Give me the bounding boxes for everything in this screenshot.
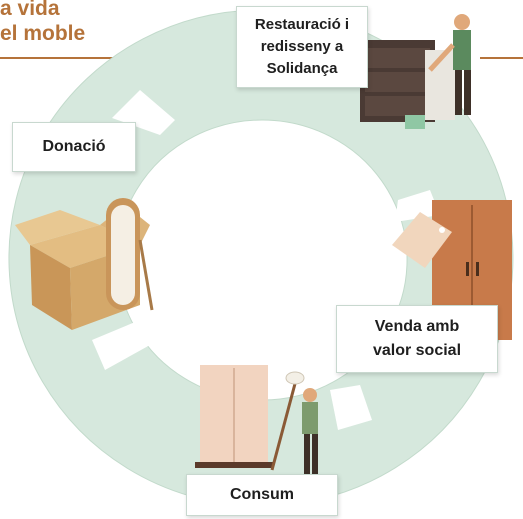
heading-line-1: a vida [0,0,60,20]
ring-separators [92,90,440,430]
price-tag-icon [392,212,452,268]
consumer-wardrobe-icon [195,365,273,468]
restoration-line-3: Solidança [266,60,338,77]
donation-line-1: Donació [42,138,106,155]
dresser-icon [360,40,455,129]
stage-consumption-label: Consum [186,474,338,516]
heading-underline-right [480,57,523,59]
stage-donation-label: Donació [12,122,136,172]
heading-line-2: el moble [0,22,86,45]
restoration-line-2: redisseny a [260,38,344,55]
sale-line-2: valor social [372,342,462,359]
heading-underline [0,57,215,59]
worker-figure-icon [428,14,471,115]
stage-restoration-label: Restauració i redisseny a Solidança [236,6,368,88]
standing-mirror-icon [106,198,154,311]
sweeping-person-icon [270,371,318,474]
stage-sale-label: Venda amb valor social [336,305,498,373]
restoration-line-1: Restauració i [254,16,350,33]
sale-line-1: Venda amb [374,318,460,335]
heading: a vida el moble [0,0,85,46]
consumption-line-1: Consum [230,486,294,503]
